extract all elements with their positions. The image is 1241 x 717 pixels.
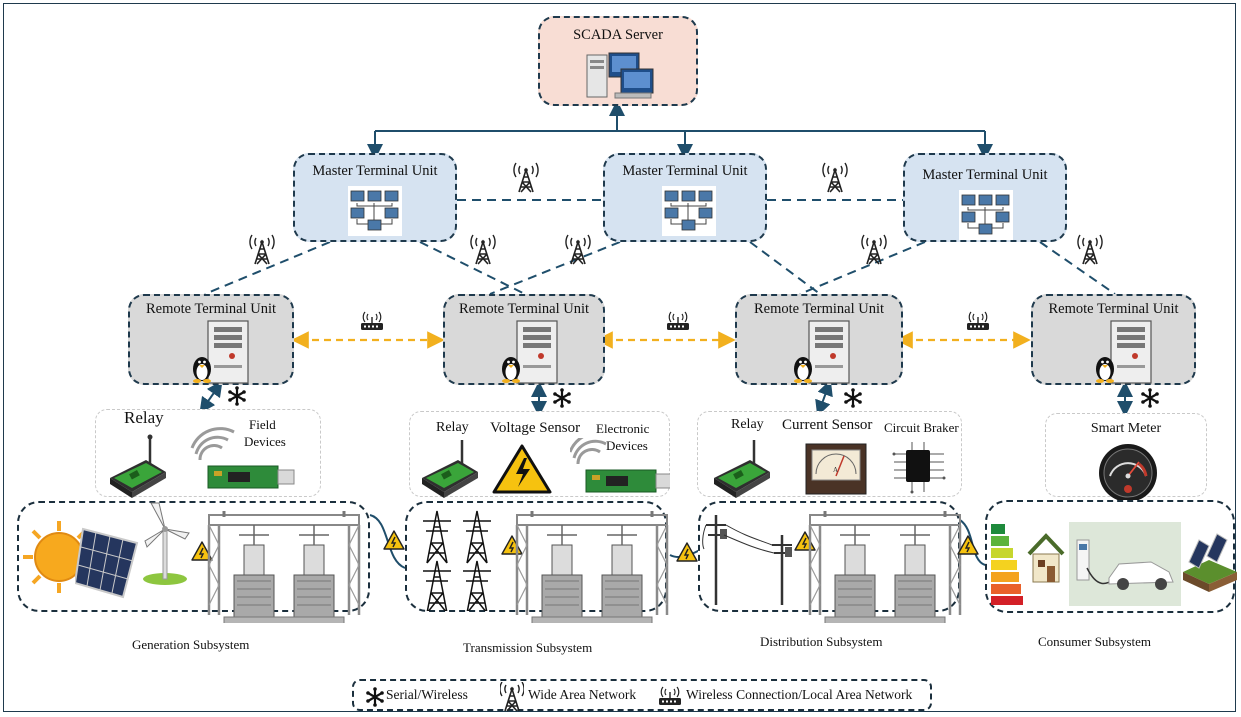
svg-text:A: A: [833, 466, 838, 474]
scada-server-box[interactable]: SCADA Server: [538, 16, 698, 106]
legend-serial-label: Serial/Wireless: [386, 687, 468, 702]
transmission-pylons-icon: [422, 510, 492, 611]
electronic-devices-label-1: Electronic: [596, 421, 650, 436]
field-devices-group-4: Smart Meter: [1045, 413, 1207, 502]
field-devices-label-1: Field: [249, 417, 276, 432]
diagram-frame: [3, 3, 1236, 712]
ammeter-icon: A: [805, 443, 867, 495]
rtu-title: Remote Terminal Unit: [146, 301, 276, 317]
linux-server-icon: [793, 320, 850, 384]
relay-label: Relay: [436, 420, 469, 435]
scada-bus: [367, 100, 993, 160]
tower-icon: [500, 682, 524, 712]
serial-icon: [552, 387, 572, 409]
master-terminal-unit-1[interactable]: Master Terminal Unit: [293, 153, 457, 242]
linux-server-icon: [501, 320, 558, 384]
relay-icon: [420, 440, 480, 500]
solar-panel-icon: [75, 527, 139, 599]
generation-subsystem[interactable]: [17, 501, 370, 623]
tower-icon: [822, 162, 848, 193]
mtu-title: Master Terminal Unit: [312, 163, 438, 179]
scada-server-title: SCADA Server: [573, 27, 663, 43]
remote-terminal-unit-2[interactable]: Remote Terminal Unit: [443, 294, 605, 385]
relay-label: Relay: [731, 417, 764, 432]
router-icon: [966, 311, 990, 331]
field-devices-group-2: Relay Voltage Sensor Electronic Devices: [409, 411, 670, 500]
substation-icon: [515, 511, 669, 623]
electronic-devices-label-2: Devices: [606, 438, 648, 453]
wind-turbine-icon: [143, 502, 190, 585]
network-monitors-icon: [662, 186, 716, 236]
tower-icon: [249, 234, 275, 265]
serial-icon: [843, 387, 863, 409]
high-voltage-warning-icon: [492, 444, 552, 494]
transmission-subsystem-caption: Transmission Subsystem: [463, 640, 593, 655]
serial-icons: [227, 385, 1160, 409]
linux-server-icon: [1095, 320, 1152, 384]
serial-icon: [1140, 387, 1160, 409]
substation-icon: [207, 511, 361, 623]
ev-charging-icon: [1069, 522, 1181, 606]
tower-icon: [513, 162, 539, 193]
legend-wan-label: Wide Area Network: [528, 687, 637, 702]
master-terminal-unit-2[interactable]: Master Terminal Unit: [603, 153, 767, 242]
circuit-chip-icon: [892, 442, 946, 494]
router-icon: [666, 311, 690, 331]
transmission-subsystem[interactable]: [405, 501, 669, 623]
relay-icon: [108, 434, 168, 500]
rtu-device-links: [199, 379, 1133, 417]
warning-icon: [957, 535, 979, 555]
generation-subsystem-caption: Generation Subsystem: [132, 637, 250, 652]
energy-rating-icon: [991, 524, 1023, 605]
tower-icon: [565, 234, 591, 265]
wifi-usb-device-icon: [570, 438, 670, 494]
network-monitors-icon: [348, 186, 402, 236]
rtu-title: Remote Terminal Unit: [1048, 301, 1179, 317]
mtu-title: Master Terminal Unit: [922, 167, 1048, 183]
tower-icon: [470, 234, 496, 265]
current-sensor-label: Current Sensor: [782, 417, 873, 433]
remote-terminal-unit-4[interactable]: Remote Terminal Unit: [1031, 294, 1196, 385]
network-monitors-icon: [959, 190, 1013, 240]
smart-meter-label: Smart Meter: [1090, 421, 1162, 436]
mtu-rtu-links: [204, 241, 1116, 295]
legend: Serial/Wireless Wide Area Network Wirele…: [352, 679, 932, 712]
rtu-title: Remote Terminal Unit: [459, 301, 589, 317]
field-devices-group-3: Relay Current Sensor A Circuit Braker: [697, 411, 962, 500]
power-poles-icon: [702, 515, 792, 605]
serial-icon: [365, 686, 385, 708]
field-devices-group-1: Relay Field Devices: [95, 408, 321, 500]
linux-server-icon: [192, 320, 249, 384]
distribution-subsystem[interactable]: [698, 501, 962, 623]
consumer-subsystem[interactable]: [985, 500, 1237, 613]
legend-lan-label: Wireless Connection/Local Area Network: [686, 687, 913, 702]
warning-icon: [383, 530, 405, 550]
router-icon: [360, 311, 384, 331]
distribution-subsystem-caption: Distribution Subsystem: [760, 634, 883, 649]
mtu-title: Master Terminal Unit: [622, 163, 748, 179]
circuit-breaker-label: Circuit Braker: [884, 420, 959, 435]
relay-icon: [712, 440, 772, 500]
tower-icon: [1077, 234, 1103, 265]
consumer-subsystem-caption: Consumer Subsystem: [1038, 634, 1152, 649]
master-terminal-unit-3[interactable]: Master Terminal Unit: [903, 153, 1067, 242]
router-icon: [658, 686, 682, 706]
substation-icon: [808, 511, 962, 623]
rtu-title: Remote Terminal Unit: [754, 301, 884, 317]
solar-farm-icon: [1183, 533, 1237, 592]
wifi-usb-device-icon: [190, 427, 296, 490]
field-devices-label-2: Devices: [244, 434, 286, 449]
warning-icon: [676, 542, 698, 562]
server-computer-icon: [586, 52, 654, 99]
remote-terminal-unit-1[interactable]: Remote Terminal Unit: [128, 294, 294, 385]
voltage-sensor-label: Voltage Sensor: [490, 420, 581, 436]
remote-terminal-unit-3[interactable]: Remote Terminal Unit: [735, 294, 903, 385]
house-icon: [1027, 533, 1065, 583]
relay-label: Relay: [124, 408, 164, 427]
smart-meter-gauge-icon: [1099, 444, 1157, 502]
